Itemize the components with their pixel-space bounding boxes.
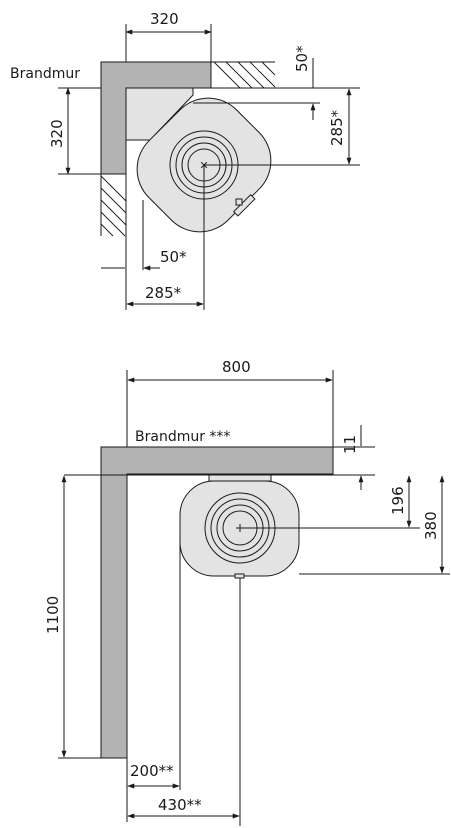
dim-wall-width: 320 [150, 10, 179, 28]
dim-offset-right: 285* [328, 109, 346, 146]
dim-left-offset: 200** [130, 762, 174, 780]
dim-wall-vertical: 1100 [44, 596, 62, 634]
top-diagram: Brandmur 320 320 50* 285* 50* 285* [10, 10, 360, 310]
wall-inner-fill [125, 87, 194, 141]
dim-gap-top: 11 [341, 435, 359, 454]
dim-wall-horizontal: 800 [222, 358, 251, 376]
firewall-label-bottom: Brandmur *** [135, 429, 230, 445]
dim-offset-bottom: 285* [145, 284, 182, 302]
stove-bottom-view [179, 480, 300, 579]
dim-clearance-bottom: 50* [160, 248, 187, 266]
firewall-label-top: Brandmur [10, 66, 80, 82]
dim-clearance-right: 50* [293, 45, 311, 72]
bottom-diagram: Brandmur *** 800 11 196 380 [44, 358, 450, 826]
dim-center-depth: 196 [389, 486, 407, 515]
dim-total-depth: 380 [422, 511, 440, 540]
hatched-wall-left [100, 174, 127, 237]
flue-nub-top [235, 198, 243, 206]
hatched-wall-top [211, 61, 276, 89]
dim-center-offset: 430** [158, 796, 202, 814]
dim-wall-height: 320 [48, 119, 66, 148]
stove-top-plate [208, 474, 272, 482]
